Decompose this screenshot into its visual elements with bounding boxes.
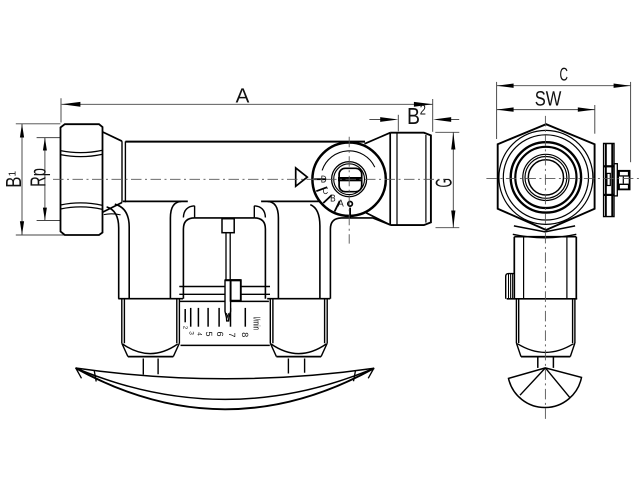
svg-text:G: G xyxy=(430,178,456,188)
svg-text:Rp: Rp xyxy=(25,168,50,187)
svg-text:1: 1 xyxy=(7,170,18,176)
svg-text:l/min: l/min xyxy=(251,317,262,330)
svg-text:D: D xyxy=(321,174,327,185)
svg-text:B: B xyxy=(407,103,420,129)
svg-text:7: 7 xyxy=(227,332,237,337)
svg-text:A: A xyxy=(236,85,250,108)
svg-text:5: 5 xyxy=(204,331,214,336)
svg-text:SW: SW xyxy=(535,87,562,110)
svg-text:C: C xyxy=(560,63,569,84)
svg-text:A: A xyxy=(338,199,344,210)
svg-text:3: 3 xyxy=(188,331,195,335)
svg-text:2: 2 xyxy=(420,102,426,118)
svg-text:6: 6 xyxy=(215,331,225,336)
svg-text:4: 4 xyxy=(196,332,203,336)
svg-text:8: 8 xyxy=(240,332,250,337)
svg-text:C: C xyxy=(323,186,329,197)
svg-text:2: 2 xyxy=(181,326,188,330)
svg-text:B: B xyxy=(1,177,26,188)
svg-text:B: B xyxy=(330,194,336,205)
